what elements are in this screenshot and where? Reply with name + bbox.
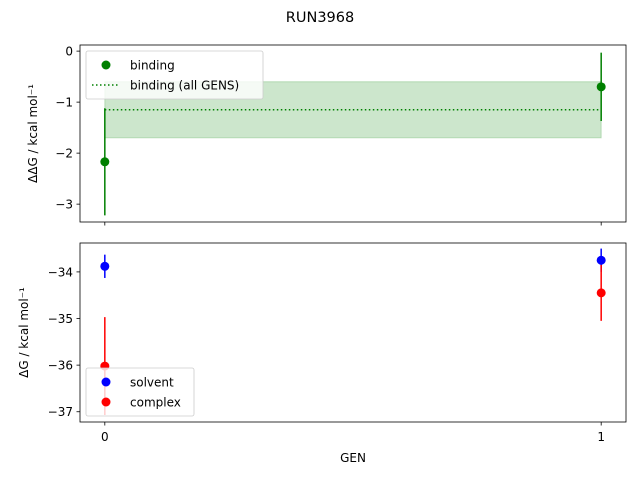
top-series-binding [100, 52, 606, 216]
legend-dot-marker [101, 377, 111, 387]
x-tick-label: 1 [597, 430, 605, 444]
x-axis-label: GEN [340, 451, 366, 465]
legend-label: solvent [130, 376, 174, 390]
y-tick-label: −36 [48, 359, 73, 373]
data-point [596, 255, 606, 265]
legend-label: binding (all GENS) [130, 79, 239, 93]
legend: solvent complex [85, 367, 195, 417]
data-point [596, 82, 606, 92]
legend: binding binding (all GENS) [85, 50, 264, 100]
plot-frame [79, 242, 627, 423]
legend-box [85, 367, 195, 417]
y-axis-label: ΔG / kcal mol⁻¹ [17, 287, 31, 378]
plot-frame [79, 44, 627, 223]
figure-title: RUN3968 [286, 10, 354, 26]
bottom-series-solvent [100, 248, 606, 278]
binding-panel: 0 −1 −2 −3 ΔΔG / kcal mol⁻¹ binding binding (a… [26, 44, 627, 226]
data-point [596, 288, 606, 298]
data-point [100, 261, 110, 271]
legend-item: solvent [101, 376, 174, 390]
y-tick-label: −35 [48, 312, 73, 326]
solvent-complex-panel: −34 −35 −36 −37 0 1 ΔG / kcal mol⁻¹ GEN solvent c… [17, 242, 627, 465]
x-tick-label: 0 [101, 430, 109, 444]
legend-dot-marker [101, 60, 111, 70]
legend-dot-marker [101, 397, 111, 407]
y-axis-label: ΔΔG / kcal mol⁻¹ [26, 84, 40, 183]
y-tick-label: 0 [65, 45, 73, 59]
y-tick-label: −34 [48, 265, 73, 279]
y-tick-label: −1 [55, 96, 73, 110]
data-point [100, 157, 110, 167]
legend-item: complex [101, 396, 181, 410]
legend-item: binding [101, 59, 175, 73]
legend-label: complex [130, 396, 181, 410]
y-tick-label: −2 [55, 147, 73, 161]
legend-box [85, 50, 264, 100]
y-tick-label: −37 [48, 405, 73, 419]
y-tick-label: −3 [55, 198, 73, 212]
legend-label: binding [130, 59, 175, 73]
legend-item: binding (all GENS) [92, 79, 239, 93]
